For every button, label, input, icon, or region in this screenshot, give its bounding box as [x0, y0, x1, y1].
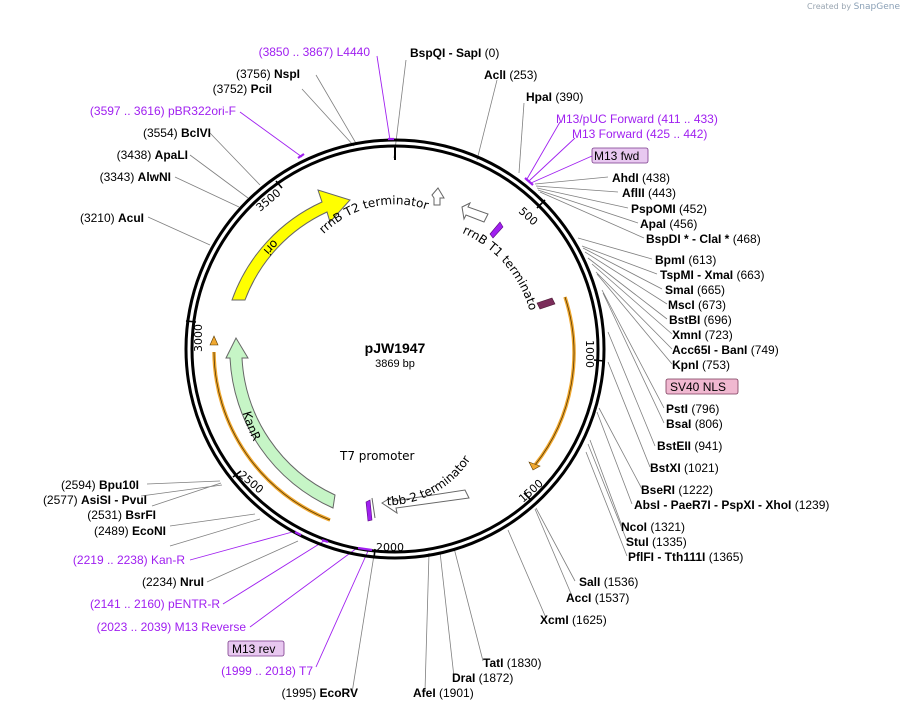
primer-label-pentr-r: (2141 .. 2160) pENTR-R	[90, 597, 220, 611]
site-label-bseri: BseRI (1222)	[641, 483, 713, 497]
site-label-asisi-pvui: (2577) AsiSI - PvuI	[43, 493, 147, 507]
site-label-bstbi: BstBI (696)	[669, 313, 732, 327]
t7-promoter-text: T7 promoter	[339, 449, 415, 463]
orange-arrowhead-right	[528, 461, 541, 471]
primer-label-m13-puc-forward: M13/pUC Forward (411 .. 433)	[556, 112, 718, 126]
site-label-bpu10i: (2594) Bpu10I	[61, 478, 139, 492]
primer-label-l4440: (3850 .. 3867) L4440	[259, 45, 371, 59]
tick-label-2000: 2000	[376, 541, 404, 554]
site-label-bsrfi: (2531) BsrFI	[87, 508, 156, 522]
site-label-ahdi: AhdI (438)	[612, 171, 670, 185]
plasmid-name: pJW1947	[365, 340, 426, 356]
tbb2-arrow	[381, 489, 470, 515]
site-label-bsteii: BstEII (941)	[657, 439, 722, 453]
boxed-label-m13-fwd-text: M13 fwd	[594, 149, 639, 163]
orange-arrowhead-left	[209, 335, 219, 346]
site-label-afei: AfeI (1901)	[413, 686, 474, 700]
boxed-label-sv40-nls: SV40 NLS	[665, 378, 739, 395]
site-label-drai: DraI (1872)	[452, 671, 513, 685]
site-label-apai: ApaI (456)	[640, 217, 697, 231]
orange-feature-right	[533, 296, 576, 467]
site-label-acci: AccI (1537)	[566, 591, 629, 605]
tick-marks	[185, 180, 605, 559]
site-label-tati: TatI (1830)	[483, 656, 541, 670]
site-label-kpni: KpnI (753)	[672, 358, 730, 372]
plasmid-length: 3869 bp	[375, 358, 415, 370]
site-label-nrui: (2234) NruI	[142, 575, 204, 589]
site-label-stui: StuI (1335)	[626, 535, 687, 549]
primer-label-kan-r: (2219 .. 2238) Kan-R	[73, 553, 185, 567]
site-label-xmni: XmnI (723)	[672, 328, 733, 342]
site-label-alwni: (3343) AlwNI	[100, 170, 171, 184]
orange-feature-right-edge	[534, 296, 575, 466]
credit-prefix: Created by	[807, 2, 852, 11]
primer-label-t7: (1999 .. 2018) T7	[221, 664, 313, 678]
site-label-pspomi: PspOMI (452)	[631, 202, 707, 216]
site-label-sali: SalI (1536)	[579, 575, 638, 589]
rrnb-t2-arrow	[431, 187, 445, 206]
credit-brand: SnapGene	[853, 2, 900, 12]
site-label-msci: MscI (673)	[668, 298, 726, 312]
primer-labels: (3850 .. 3867) L4440 (3597 .. 3616) pBR32…	[73, 45, 718, 678]
leader-lines	[140, 59, 673, 694]
site-label-econi: (2489) EcoNI	[94, 524, 166, 538]
tick-label-1000: 1000	[583, 340, 596, 368]
site-label-apali: (3438) ApaLI	[117, 148, 188, 162]
kanr-feature	[225, 336, 336, 509]
ori-feature	[231, 189, 351, 301]
site-label-bclvi: (3554) BclVI	[143, 126, 211, 140]
site-label-xcmi: XcmI (1625)	[540, 613, 607, 627]
site-label-bsai: BsaI (806)	[666, 417, 723, 431]
site-label-tspmi-xmai: TspMI - XmaI (663)	[660, 268, 764, 282]
t7-promoter-label: T7 promoter	[339, 449, 415, 463]
rrnb-t1-arrow	[461, 201, 489, 223]
site-label-absi-paer7i-pspxi-xhoi: AbsI - PaeR7I - PspXI - XhoI (1239)	[634, 498, 829, 512]
site-label-nspi: (3756) NspI	[236, 67, 300, 81]
t7-promoter-mark	[365, 499, 373, 522]
site-label-ecorv: (1995) EcoRV	[282, 686, 359, 700]
site-label-smai: SmaI (665)	[665, 283, 725, 297]
boxed-label-m13-rev-text: M13 rev	[232, 642, 275, 656]
boxed-label-m13-rev: M13 rev	[227, 640, 285, 657]
snapgene-credit: Created by SnapGene	[807, 2, 900, 12]
t7-promoter-line	[371, 497, 376, 519]
orange-feature-left-edge	[213, 351, 331, 521]
site-label-pflfi-tth111i: PflFI - Tth111I (1365)	[628, 550, 743, 564]
sv40-marker	[536, 297, 556, 310]
site-label-acc65i-bani: Acc65I - BanI (749)	[672, 343, 779, 357]
site-label-bspqi-sapi: BspQI - SapI (0)	[410, 46, 499, 60]
site-label-bpmi: BpmI (613)	[655, 253, 716, 267]
restriction-site-labels: BspQI - SapI (0) AclI (253) HpaI (390) AhdI…	[43, 46, 829, 700]
tick-label-3000: 3000	[192, 324, 205, 352]
primer-leader-lines	[189, 55, 593, 668]
site-label-hpai: HpaI (390)	[526, 90, 583, 104]
site-label-acli: AclI (253)	[484, 68, 537, 82]
site-label-psti: PstI (796)	[666, 402, 719, 416]
primer-label-pbr322ori-f: (3597 .. 3616) pBR322ori-F	[90, 104, 236, 118]
site-label-pcii: (3752) PciI	[213, 82, 272, 96]
primer-label-m13-reverse: (2023 .. 2039) M13 Reverse	[97, 620, 247, 634]
primer-label-m13-forward: M13 Forward (425 .. 442)	[572, 127, 707, 141]
site-label-bspdi-clai: BspDI * - ClaI * (468)	[646, 232, 761, 246]
site-label-bstxi: BstXI (1021)	[650, 461, 719, 475]
primer-inner-mark	[489, 221, 504, 239]
primer-marks	[294, 137, 534, 552]
site-label-ncoi: NcoI (1321)	[621, 520, 685, 534]
boxed-label-m13-fwd: M13 fwd	[591, 147, 649, 164]
boxed-label-sv40-nls-text: SV40 NLS	[670, 380, 726, 394]
site-label-aflii: AflII (443)	[622, 186, 676, 200]
site-label-acui: (3210) AcuI	[80, 211, 144, 225]
tick-label-500: 500	[516, 205, 540, 229]
